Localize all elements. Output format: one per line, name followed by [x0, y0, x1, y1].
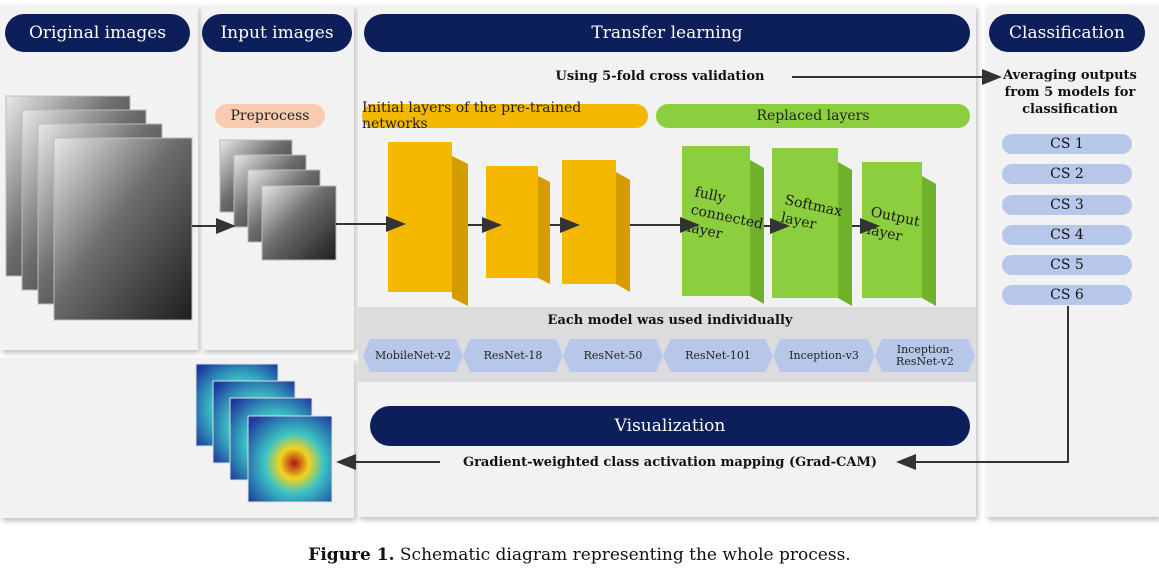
model-inception-resnet-v2: Inception-ResNet-v2 [875, 339, 975, 372]
arrow-cs6-to-gradcam [896, 306, 1069, 470]
model-mobilenet-v2: MobileNet-v2 [363, 339, 463, 372]
replaced-layers-label: Replaced layers [656, 104, 970, 128]
pretrained-layer-2 [486, 166, 550, 284]
cross-validation-text: Using 5-fold cross validation [555, 69, 765, 84]
layer-name-line: fully [693, 184, 727, 206]
class-cs5: CS 5 [1002, 255, 1132, 275]
figure-caption: Figure 1. Schematic diagram representing… [0, 545, 1159, 565]
class-cs1: CS 1 [1002, 134, 1132, 154]
class-cs4: CS 4 [1002, 225, 1132, 245]
gradcam-heatmap-stack [195, 363, 333, 503]
preprocess-label: Preprocess [215, 104, 325, 128]
original-xray-stack [5, 95, 193, 321]
caption-prefix: Figure 1. [308, 545, 395, 565]
class-cs6: CS 6 [1002, 285, 1132, 305]
header-classification: Classification [989, 14, 1145, 52]
model-resnet-18: ResNet-18 [463, 339, 563, 372]
input-image-stack [219, 139, 337, 261]
gradcam-text: Gradient-weighted class activation mappi… [462, 455, 877, 470]
header-input-images: Input images [202, 14, 352, 52]
class-cs2: CS 2 [1002, 164, 1132, 184]
class-cs3: CS 3 [1002, 195, 1132, 215]
caption-text: Schematic diagram representing the whole… [394, 545, 851, 565]
model-inception-v3: Inception-v3 [773, 339, 875, 372]
header-transfer-learning: Transfer learning [364, 14, 970, 52]
each-model-text: Each model was used individually [547, 313, 793, 328]
header-original-images: Original images [5, 14, 190, 52]
model-resnet-50: ResNet-50 [563, 339, 663, 372]
averaging-text: Averaging outputs from 5 models for clas… [1003, 68, 1137, 117]
model-resnet-101: ResNet-101 [663, 339, 773, 372]
model-strip-background [358, 307, 976, 382]
header-visualization: Visualization [370, 406, 970, 446]
